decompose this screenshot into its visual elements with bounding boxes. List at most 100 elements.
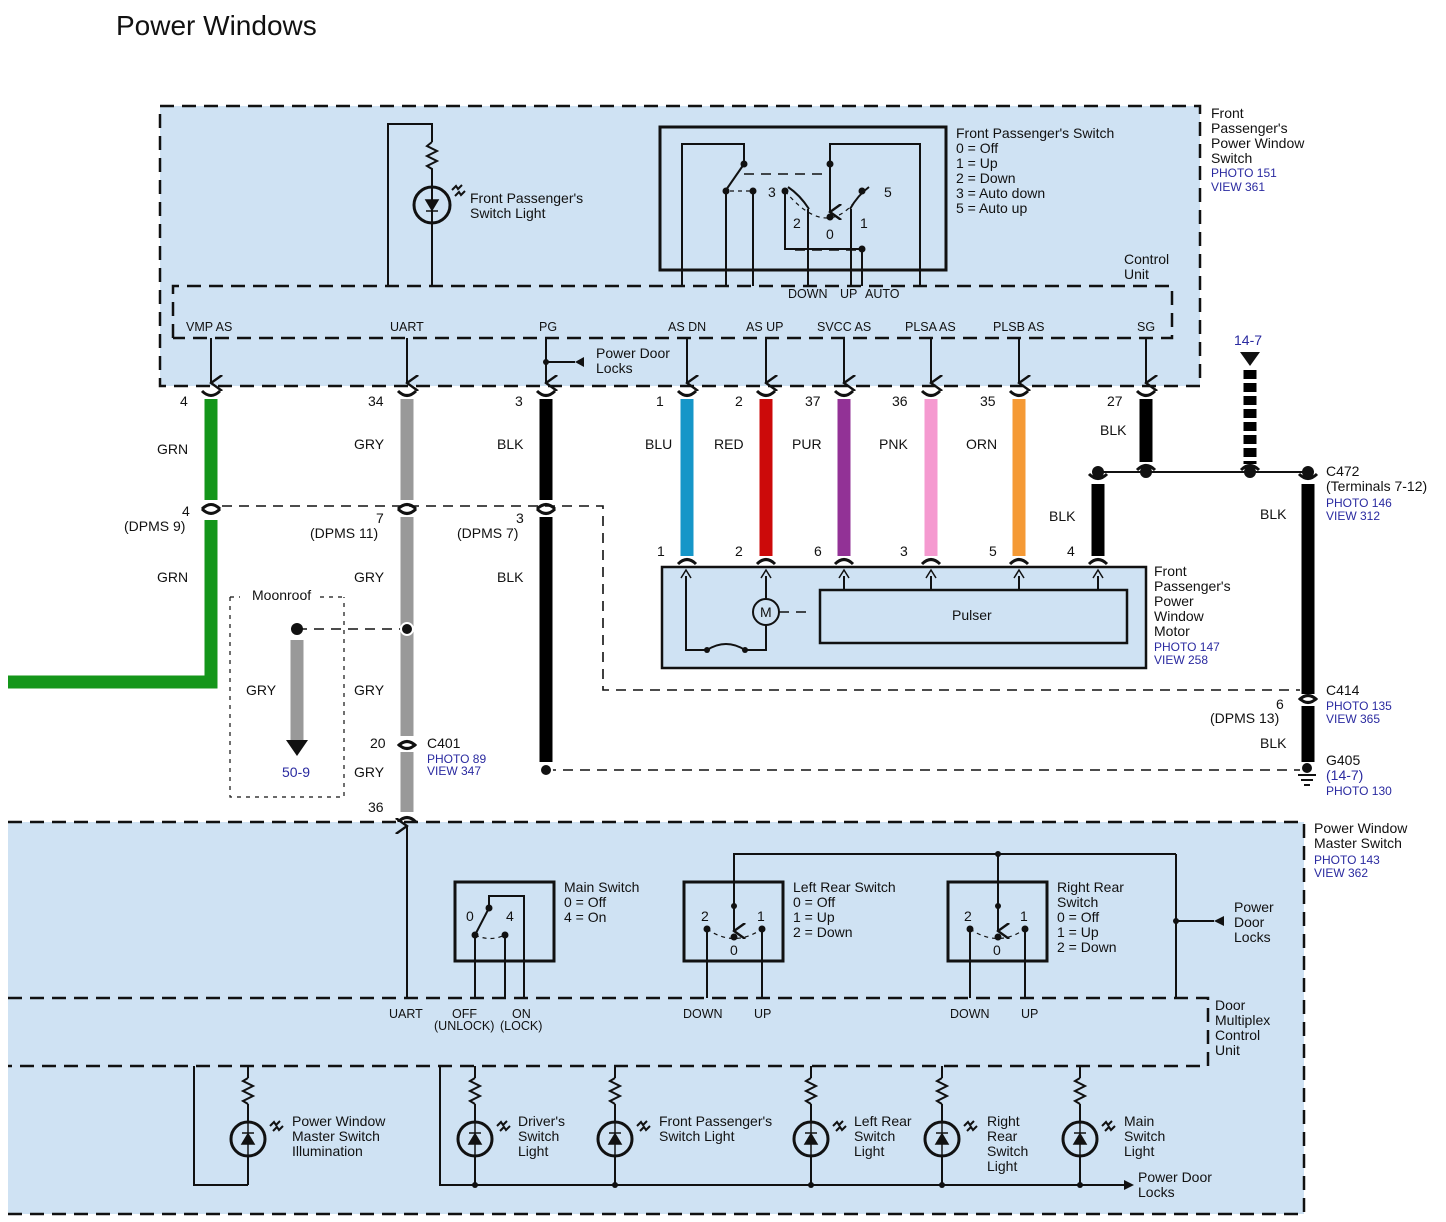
diode-icon [934, 1122, 950, 1156]
wire-color-label: GRY [354, 764, 385, 780]
g405-name: G405 [1326, 752, 1360, 768]
connector-cup-icon [200, 507, 222, 515]
green-wire-exit [8, 520, 218, 689]
photo-link[interactable]: PHOTO 151 [1211, 166, 1277, 180]
light-label: Left Rear [854, 1113, 912, 1129]
front-passenger-switch: 3 5 2 0 1 DOWN UP AUTO Front Passenger's… [658, 125, 1114, 301]
switch-pos: 2 [964, 908, 972, 924]
motor-icon: M [760, 604, 772, 620]
arrow-icon [1124, 1180, 1134, 1190]
motor-name: Passenger's [1154, 578, 1231, 594]
view-link[interactable]: VIEW 365 [1326, 712, 1380, 726]
connector-cup-icon [200, 389, 222, 397]
light-label: Switch [1124, 1128, 1165, 1144]
photo-link[interactable]: PHOTO 147 [1154, 640, 1220, 654]
light-rays-icon [496, 1120, 511, 1132]
arrow-up-icon [1092, 568, 1104, 579]
pdl-label: Power [1234, 899, 1274, 915]
diode-icon [607, 1122, 623, 1156]
junction-dot [612, 1182, 618, 1188]
wire-harness: 4GRN34GRY3BLK1BLU2RED37PUR36PNK35ORN27BL… [157, 389, 1319, 824]
motor-pin: 4 [1067, 543, 1075, 559]
g405-ref-link[interactable]: (14-7) [1326, 767, 1363, 783]
pdl-label: Locks [1138, 1184, 1175, 1200]
terminal-as-up: AS UP [746, 320, 784, 334]
dpms-pin: 4 [182, 503, 190, 519]
dmcu-label: Unit [1215, 1042, 1240, 1058]
light-label: Light [854, 1143, 884, 1159]
motor-pin: 1 [657, 543, 665, 559]
connector-cup-icon [535, 389, 557, 397]
front-passenger-switch-unit: Control Unit Front Passenger's Switch Li… [158, 104, 1305, 386]
legend-line: 0 = Off [793, 894, 835, 910]
wire-pin-label: 37 [805, 393, 821, 409]
switch-pos: 1 [757, 908, 765, 924]
connector-cup-icon [1297, 472, 1319, 480]
junction-dot [1077, 1182, 1083, 1188]
switch-output-up: UP [840, 287, 857, 301]
motor-pin: 6 [814, 543, 822, 559]
photo-link[interactable]: PHOTO 89 [427, 752, 486, 766]
control-unit-label: Control [1124, 251, 1169, 267]
arrow-up-icon [1013, 568, 1025, 579]
unit-name: Front [1211, 105, 1244, 121]
ground-ref-link[interactable]: 14-7 [1234, 332, 1262, 348]
view-link[interactable]: VIEW 258 [1154, 653, 1208, 667]
connector-cup-icon [200, 503, 222, 511]
c472-sub: (Terminals 7-12) [1326, 478, 1427, 494]
wire-color-label: PUR [792, 436, 822, 452]
resistor-icon [607, 1077, 623, 1105]
light-label: Main [1124, 1113, 1154, 1129]
motor-name: Motor [1154, 623, 1190, 639]
view-link[interactable]: VIEW 362 [1314, 866, 1368, 880]
photo-link[interactable]: PHOTO 143 [1314, 853, 1380, 867]
wire-pin-label: 27 [1107, 393, 1123, 409]
dpms-pin: 7 [376, 510, 384, 526]
connector-cup-icon [1087, 472, 1109, 480]
page-title: Power Windows [116, 10, 317, 41]
terminal-plsa-as: PLSA AS [905, 320, 956, 334]
switch-light-label-2: Switch Light [470, 205, 546, 221]
wire-color-label: PNK [879, 436, 908, 452]
view-link[interactable]: VIEW 361 [1211, 180, 1265, 194]
view-link[interactable]: VIEW 312 [1326, 509, 1380, 523]
pulser-label: Pulser [952, 607, 992, 623]
photo-link[interactable]: PHOTO 146 [1326, 496, 1392, 510]
arrow-up-icon [680, 568, 692, 579]
switch-pos: 0 [730, 942, 738, 958]
wire-color-label: BLK [1049, 508, 1076, 524]
diode-icon [467, 1122, 483, 1156]
resistor-icon [467, 1077, 483, 1105]
wire-color-label: BLK [1260, 735, 1287, 751]
wire-pin-label: 3 [515, 393, 523, 409]
terminal-svcc-as: SVCC AS [817, 320, 871, 334]
view-link[interactable]: VIEW 347 [427, 764, 481, 778]
legend-line: 5 = Auto up [956, 200, 1027, 216]
connector-cup-icon [920, 558, 942, 566]
legend-line: 4 = On [564, 909, 606, 925]
legend-line: 3 = Auto down [956, 185, 1045, 201]
photo-link[interactable]: PHOTO 135 [1326, 699, 1392, 713]
legend-line: 0 = Off [564, 894, 606, 910]
dmcu-label: Door [1215, 997, 1246, 1013]
resistor-icon [240, 1077, 256, 1105]
control-unit-terminals: VMP AS UART PG AS DN AS UP SVCC AS PLSA … [186, 320, 1155, 334]
terminal-off-sub: (UNLOCK) [434, 1019, 494, 1033]
switch-pos-0: 0 [826, 226, 834, 242]
light-rays-icon [963, 1120, 978, 1132]
moonroof-label: Moonroof [252, 587, 311, 603]
terminal-pg: PG [539, 320, 557, 334]
control-unit-label-2: Unit [1124, 266, 1149, 282]
switch-pos: 1 [1020, 908, 1028, 924]
light-rays-icon [1101, 1120, 1116, 1132]
resistor-icon [1072, 1077, 1088, 1105]
light-rays-icon [451, 184, 466, 197]
photo-link[interactable]: PHOTO 130 [1326, 784, 1392, 798]
switch-pos: 2 [701, 908, 709, 924]
moonroof-ref-link[interactable]: 50-9 [282, 764, 310, 780]
dpms-labels: 4 (DPMS 9) 7 (DPMS 11) 3 (DPMS 7) GRN GR… [124, 503, 524, 585]
arrow-icon [1214, 916, 1224, 926]
terminal-sg: SG [1137, 320, 1155, 334]
